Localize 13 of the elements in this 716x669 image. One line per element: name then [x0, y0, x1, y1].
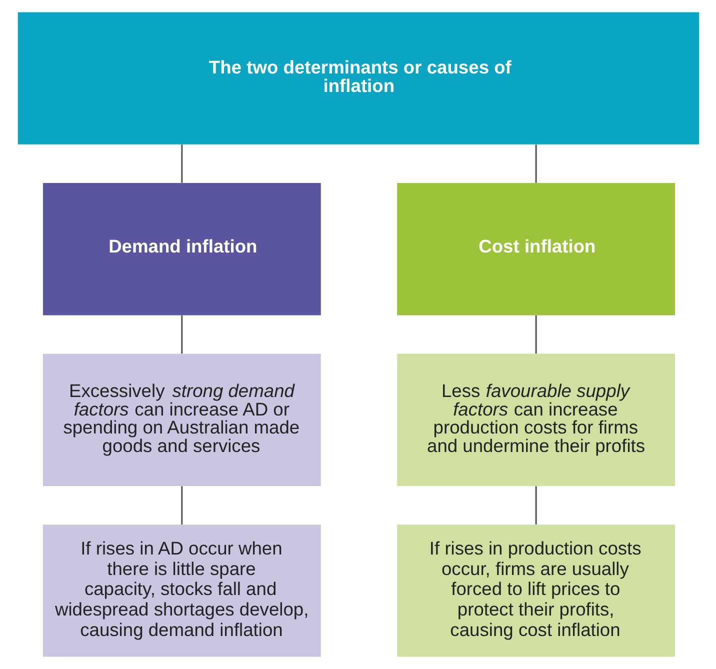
node-box: Demand inflation — [42, 183, 320, 316]
node-box: Excessively strong demand factors can increase AD or spending on Australian made goods and services — [42, 354, 320, 486]
node-box: Less favourable supply factors can increase production costs for firms and undermine their profits — [396, 354, 675, 486]
node-box: If rises in AD occur when there is little spare capacity, stocks fall and widespread shortages develop, causing demand inflation — [42, 524, 320, 657]
connector — [180, 144, 182, 183]
connector — [180, 486, 182, 524]
node-box: The two determinants or causes of inflation — [17, 12, 699, 144]
connector — [180, 315, 182, 354]
node-box: Cost inflation — [396, 183, 675, 316]
node-box: If rises in production costs occur, firms are usually forced to lift prices to protect their profits, causing cost inflation — [396, 524, 675, 657]
connector — [534, 315, 536, 354]
connector — [534, 486, 536, 524]
connector — [534, 144, 536, 183]
